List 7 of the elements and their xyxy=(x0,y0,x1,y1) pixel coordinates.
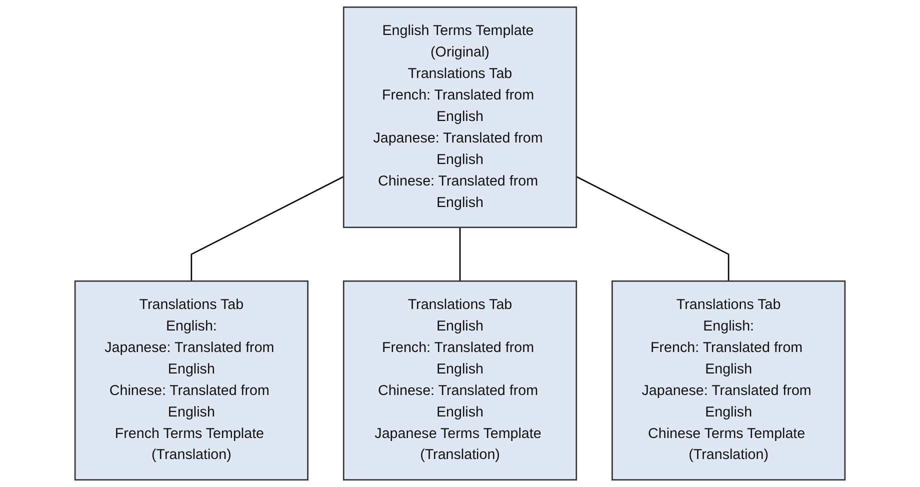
node-box: English Terms Template (Original) Translations Tab French: Translated from English Japanese: Translated from English Chinese: Translated from English xyxy=(342,6,578,228)
connector xyxy=(459,227,461,282)
node-box: Translations Tab English French: Translated from English Chinese: Translated from English Japanese Terms Template (Translation) xyxy=(342,280,578,481)
connector xyxy=(576,176,730,282)
node-box: Translations Tab English: French: Translated from English Japanese: Translated from English Chinese Terms Template (Translation) xyxy=(612,280,846,481)
node-box: Translations Tab English: Japanese: Translated from English Chinese: Translated from English French Terms Template (Translation) xyxy=(74,280,308,481)
connector xyxy=(190,176,344,282)
